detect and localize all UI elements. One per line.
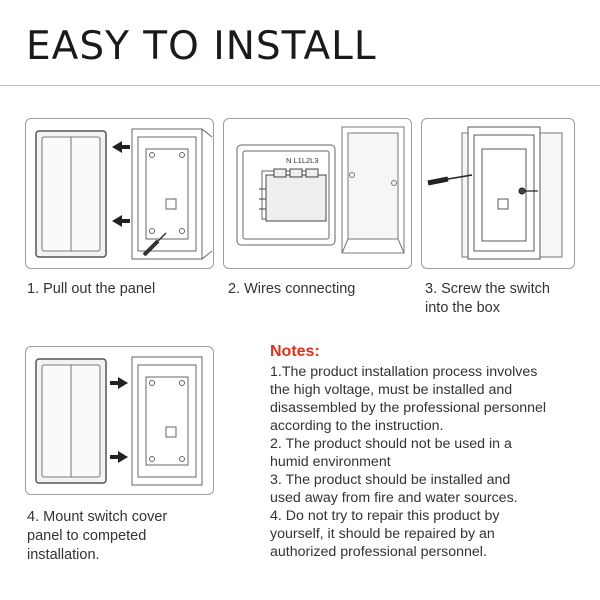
switch-base-frame <box>131 128 213 260</box>
step-3-illustration <box>421 118 575 269</box>
notes-list: 1.The product installation process invol… <box>270 363 590 561</box>
notes-line: 1.The product installation process invol… <box>270 364 538 380</box>
step-2-caption: 2. Wires connecting <box>228 281 356 297</box>
page-title: EASY TO INSTALL <box>26 24 377 69</box>
screwdriver-icon <box>142 232 167 257</box>
switch-base-frame <box>131 356 203 486</box>
notes-line: 4. Do not try to repair this product by <box>270 508 500 524</box>
switch-panel-front <box>35 130 107 258</box>
notes-line: 2. The product should not be used in a <box>270 436 512 452</box>
notes-title: Notes: <box>270 343 320 360</box>
switch-base-frame <box>467 126 541 260</box>
notes-line: according to the instruction. <box>270 418 444 434</box>
notes-line: yourself, it should be repaired by an <box>270 526 495 542</box>
step-3-caption: 3. Screw the switch into the box <box>425 281 550 316</box>
step-4-caption: 4. Mount switch cover panel to competed … <box>27 509 168 563</box>
switch-panel-front <box>35 358 107 484</box>
step-1-illustration <box>25 118 214 269</box>
arrow-right-icon <box>110 377 128 463</box>
screw-icon <box>518 187 538 195</box>
step-1-caption: 1. Pull out the panel <box>27 281 156 297</box>
notes-line: humid environment <box>270 454 391 470</box>
notes-line: the high voltage, must be installed and <box>270 382 513 398</box>
notes-line: used away from fire and water sources. <box>270 490 518 506</box>
notes-line: 3. The product should be installed and <box>270 472 511 488</box>
title-divider <box>0 85 600 86</box>
step-4-illustration <box>25 346 214 495</box>
wall-box <box>341 126 405 254</box>
notes-line: authorized professional personnel. <box>270 544 487 560</box>
relay-module <box>259 168 327 222</box>
arrow-left-icon <box>112 141 130 227</box>
notes-line: disassembled by the professional personn… <box>270 400 547 416</box>
module-terminal-label: N L1L2L3 <box>286 156 319 165</box>
screwdriver-icon <box>427 174 473 186</box>
step-2-illustration: N L1L2L3 <box>223 118 412 269</box>
